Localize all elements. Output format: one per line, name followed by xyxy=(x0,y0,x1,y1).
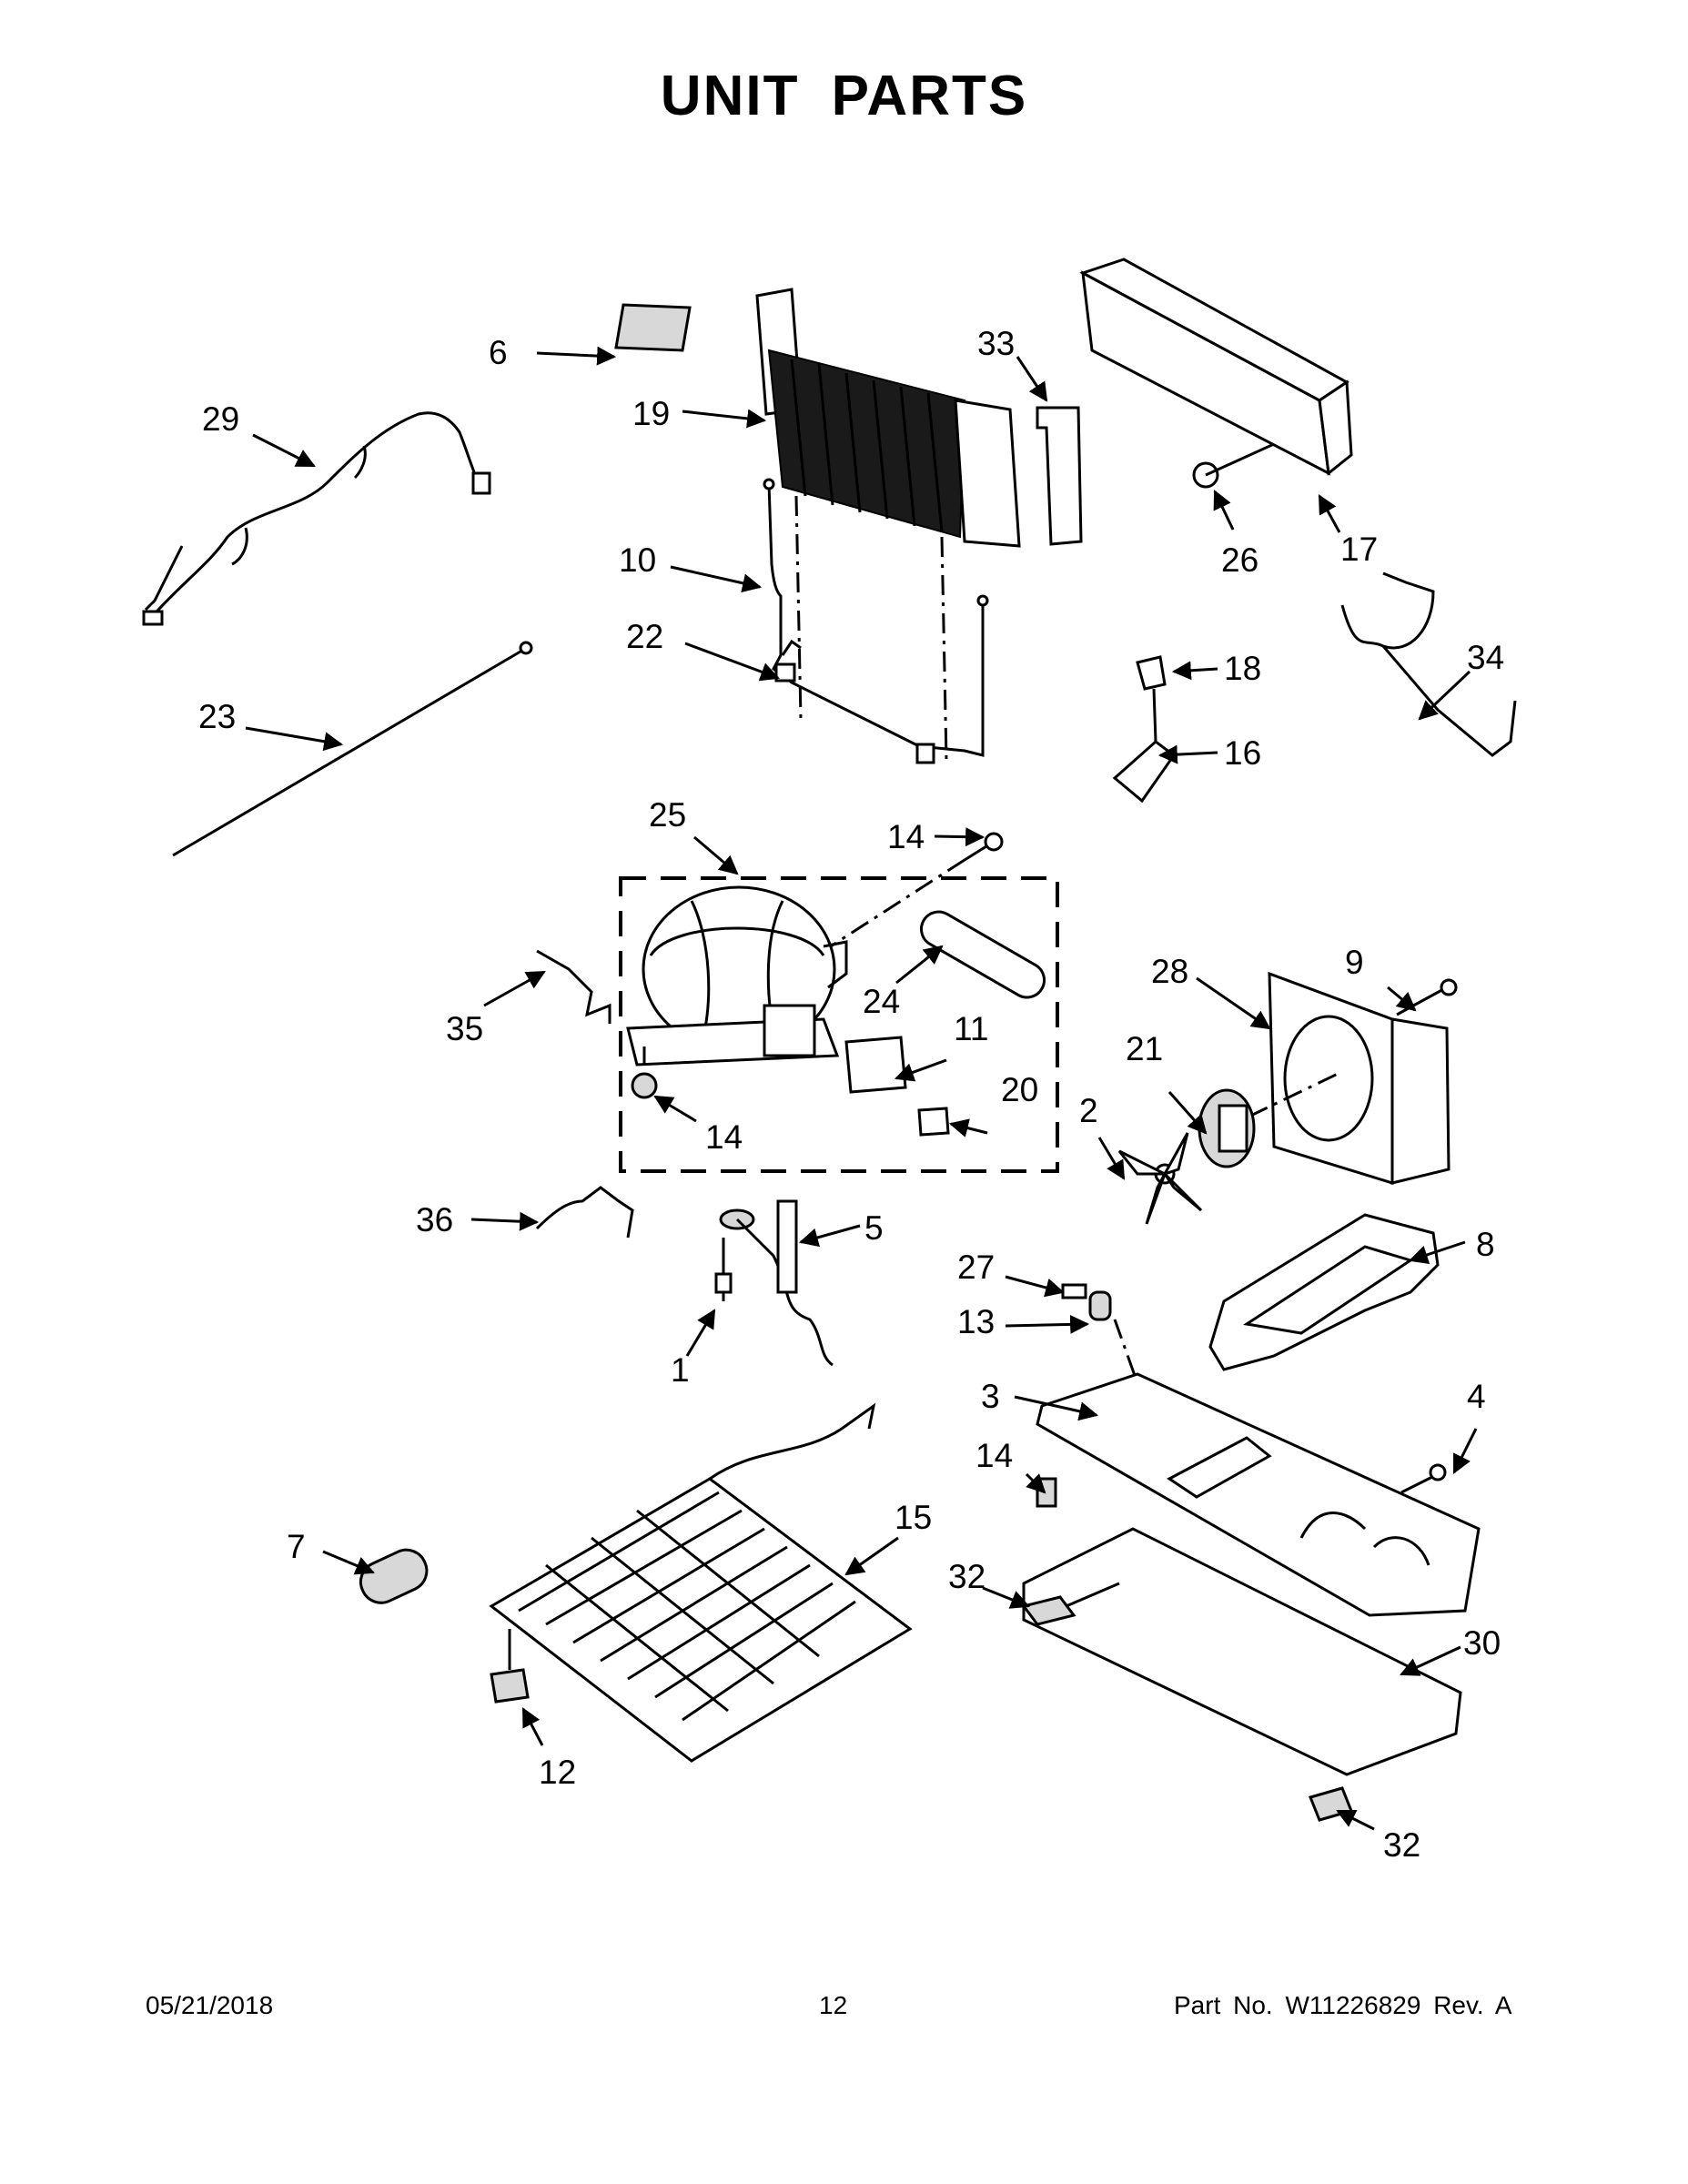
wire-clip-illustration xyxy=(535,1186,634,1239)
callout-20: 19 xyxy=(632,395,670,432)
wire-illustration xyxy=(536,949,612,1024)
callout-3: 3 xyxy=(981,1378,1000,1415)
callout-19: 18 xyxy=(1224,650,1261,687)
callout-1: 1 xyxy=(671,1351,690,1389)
fan-blade-illustration xyxy=(1117,1132,1203,1225)
sensor-clip-illustration xyxy=(1112,655,1177,804)
wire-harness-illustration xyxy=(142,411,491,626)
callout-7: 7 xyxy=(287,1528,306,1565)
bracket-illustration xyxy=(1036,406,1083,546)
foot-illustration xyxy=(1021,1595,1076,1626)
callout-32a: 32 xyxy=(948,1558,986,1595)
callout-10: 10 xyxy=(619,541,656,579)
callout-25: 24 xyxy=(863,983,900,1020)
callout-15: 14 xyxy=(705,1118,743,1156)
callout-24: 23 xyxy=(198,698,236,735)
callout-11: 11 xyxy=(954,1010,988,1047)
compressor-illustration xyxy=(626,885,848,1067)
callout-5: 5 xyxy=(864,1209,884,1247)
tube-bracket-illustration xyxy=(714,1199,834,1367)
leader-arrows xyxy=(245,346,1478,1831)
callout-12: 12 xyxy=(539,1754,576,1791)
callout-26: 25 xyxy=(649,796,686,834)
callout-35: 35 xyxy=(446,1010,483,1047)
footer-part-number: Part No. W11226829 Rev. A xyxy=(1174,1991,1512,2019)
callout-31: 30 xyxy=(1463,1624,1501,1662)
callout-8: 8 xyxy=(1476,1226,1495,1263)
duct-illustration xyxy=(1079,258,1353,476)
callout-29: 28 xyxy=(1151,953,1188,990)
callout-2: 2 xyxy=(1079,1092,1098,1129)
spring-grommet-illustration xyxy=(1061,1283,1112,1321)
callout-23: 22 xyxy=(626,618,663,655)
callout-34: 34 xyxy=(1467,639,1504,676)
callout-22: 21 xyxy=(1126,1030,1163,1067)
callout-21: 20 xyxy=(1001,1071,1038,1108)
screw-illustration xyxy=(1192,442,1275,489)
screw-illustration xyxy=(1400,1463,1447,1494)
callout-30: 29 xyxy=(202,400,239,438)
footer-date: 05/21/2018 xyxy=(146,1991,274,2019)
screw-illustration xyxy=(1036,1477,1057,1508)
footer-page-number: 12 xyxy=(819,1991,848,2019)
base-plate-illustration xyxy=(1036,1372,1481,1617)
callout-14a: 14 xyxy=(887,818,925,855)
fan-shroud-illustration xyxy=(1268,971,1450,1186)
condenser-coil-illustration xyxy=(489,1402,913,1763)
evaporator-illustration xyxy=(755,288,1021,548)
callout-9: 9 xyxy=(1345,944,1364,981)
tubing-illustration xyxy=(359,1548,429,1604)
callout-13: 13 xyxy=(957,1303,995,1340)
capillary-tube-illustration xyxy=(1340,571,1517,757)
callout-27: 26 xyxy=(1221,541,1258,579)
callout-6: 6 xyxy=(489,334,508,371)
callout-36: 36 xyxy=(416,1201,453,1239)
callout-4: 4 xyxy=(1467,1378,1486,1415)
drain-pan-illustration xyxy=(1208,1213,1440,1371)
grommet-illustration xyxy=(631,1046,658,1099)
callout-32b: 32 xyxy=(1383,1826,1420,1864)
callout-33: 33 xyxy=(977,325,1015,362)
relay-illustration xyxy=(844,1036,950,1137)
callout-18: 17 xyxy=(1340,531,1378,568)
callout-16: 15 xyxy=(895,1499,932,1536)
callout-17: 16 xyxy=(1224,734,1261,772)
callout-14b: 14 xyxy=(975,1437,1013,1474)
tube-illustration xyxy=(172,647,526,857)
callout-28: 27 xyxy=(957,1249,995,1286)
clip-illustration xyxy=(490,1629,530,1704)
screw-illustration xyxy=(1396,978,1458,1016)
screw-illustration xyxy=(964,832,1004,862)
callout-labels: 6 29 19 33 10 22 26 17 18 16 34 23 25 14… xyxy=(198,325,1504,1864)
pad-illustration xyxy=(614,303,692,352)
page-title: UNIT PARTS xyxy=(660,65,1028,127)
drier-illustration xyxy=(920,910,1046,999)
compressor-kit-box xyxy=(619,876,1059,1173)
fan-motor-illustration xyxy=(1198,1088,1256,1168)
